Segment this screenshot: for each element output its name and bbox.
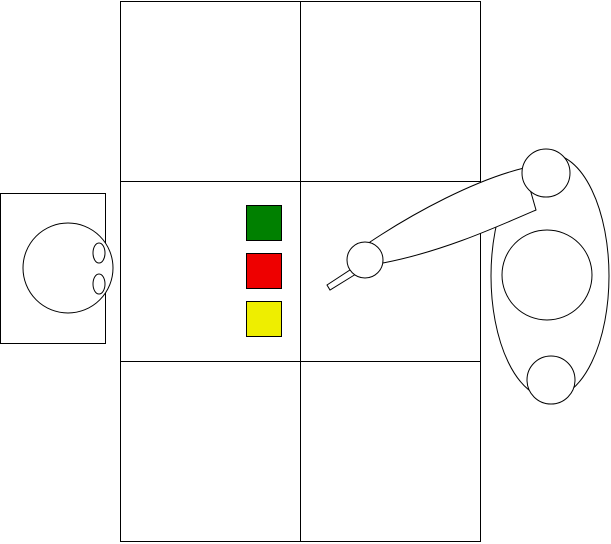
robot-wrist-joint bbox=[346, 241, 384, 279]
person bbox=[0, 193, 114, 344]
robot-base-core bbox=[501, 229, 593, 321]
red-block[interactable] bbox=[246, 253, 282, 289]
robot-shoulder-joint bbox=[521, 148, 571, 198]
green-block[interactable] bbox=[246, 205, 282, 241]
yellow-block[interactable] bbox=[246, 301, 282, 337]
person-eye-lower bbox=[92, 273, 106, 295]
table-grid bbox=[120, 1, 481, 542]
robot-lower-joint bbox=[526, 355, 576, 405]
person-eye-upper bbox=[92, 242, 106, 264]
blocks bbox=[246, 205, 282, 337]
person-head bbox=[22, 222, 114, 314]
robot bbox=[326, 148, 610, 405]
